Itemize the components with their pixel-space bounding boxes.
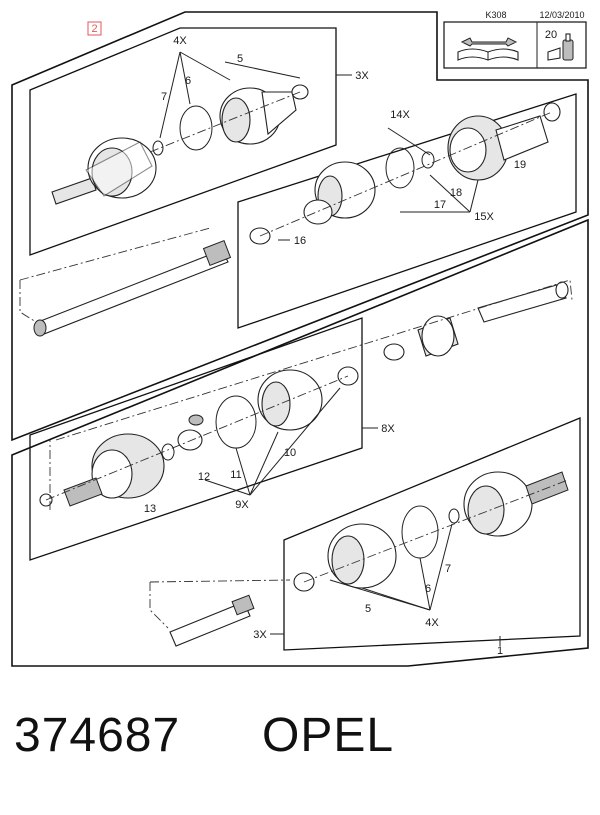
callout-7-lower: 7 bbox=[445, 563, 451, 575]
callout-8x: 8X bbox=[381, 423, 395, 435]
callout-12: 12 bbox=[198, 471, 210, 483]
callout-labels: 4X 5 3X 6 7 14X 19 18 17 15X 16 8X 10 11… bbox=[144, 35, 526, 657]
lubricant-icon bbox=[547, 33, 574, 61]
tripod-kit-box bbox=[29, 317, 363, 561]
exploded-driveshaft-diagram: 2 K308 12/03/2010 20 bbox=[11, 10, 589, 667]
circlip-7-top bbox=[152, 140, 164, 156]
header-group: 2 K308 12/03/2010 20 bbox=[87, 10, 587, 69]
callout-3x-lower: 3X bbox=[253, 629, 267, 641]
outer-boot-top bbox=[219, 84, 309, 145]
circlip-7-lower bbox=[448, 508, 460, 524]
callout-7-top: 7 bbox=[161, 91, 167, 103]
clamp-ring-17 bbox=[385, 147, 415, 189]
inner-boot-lower bbox=[257, 366, 359, 431]
callout-3x-top: 3X bbox=[355, 70, 369, 82]
workshop-manual-icon bbox=[457, 37, 519, 61]
callout-16: 16 bbox=[294, 235, 306, 247]
callout-9x: 9X bbox=[235, 499, 249, 511]
lower-shaft-panel-outline bbox=[11, 218, 589, 667]
callout-18: 18 bbox=[450, 187, 462, 199]
outer-joint-kit-box bbox=[29, 27, 337, 256]
callout-10: 10 bbox=[284, 447, 296, 459]
drive-shaft-lower bbox=[169, 594, 255, 647]
callout-4x-top: 4X bbox=[173, 35, 187, 47]
outer-joint-lower-box bbox=[283, 417, 581, 651]
reference-box-label: 2 bbox=[91, 23, 97, 35]
callout-11: 11 bbox=[230, 469, 241, 481]
part-number: 374687 bbox=[14, 709, 181, 762]
callout-17: 17 bbox=[434, 199, 446, 211]
outer-cv-joint-lower bbox=[463, 471, 569, 537]
callout-19: 19 bbox=[514, 159, 526, 171]
outer-boot-lower bbox=[293, 523, 397, 592]
drive-shaft-top bbox=[33, 240, 232, 337]
callout-5-top: 5 bbox=[237, 53, 243, 65]
clamp-ring-6-top bbox=[179, 105, 213, 151]
callout-6-lower: 6 bbox=[425, 583, 431, 595]
reference-box bbox=[87, 21, 102, 36]
callout-5-lower: 5 bbox=[365, 603, 371, 615]
callout-1: 1 bbox=[497, 645, 503, 657]
info-box bbox=[443, 21, 587, 69]
diagram-code: K308 bbox=[485, 10, 506, 20]
tripod-housing-middle bbox=[447, 102, 561, 181]
diagram-date: 12/03/2010 bbox=[539, 10, 584, 20]
callout-15x: 15X bbox=[474, 211, 494, 223]
callout-4x-lower: 4X bbox=[425, 617, 439, 629]
torque-value: 20 bbox=[545, 29, 557, 41]
callout-13: 13 bbox=[144, 503, 156, 515]
inner-boot-middle bbox=[303, 161, 376, 225]
brand-name: OPEL bbox=[262, 709, 395, 762]
callout-14x: 14X bbox=[390, 109, 410, 121]
shaft-panel-outline bbox=[11, 11, 589, 442]
circlip-18 bbox=[421, 151, 435, 169]
callout-6-top: 6 bbox=[185, 75, 191, 87]
intermediate-shaft bbox=[383, 281, 569, 361]
outer-cv-joint-top bbox=[51, 137, 157, 205]
tripod-spider-lower bbox=[177, 414, 204, 451]
